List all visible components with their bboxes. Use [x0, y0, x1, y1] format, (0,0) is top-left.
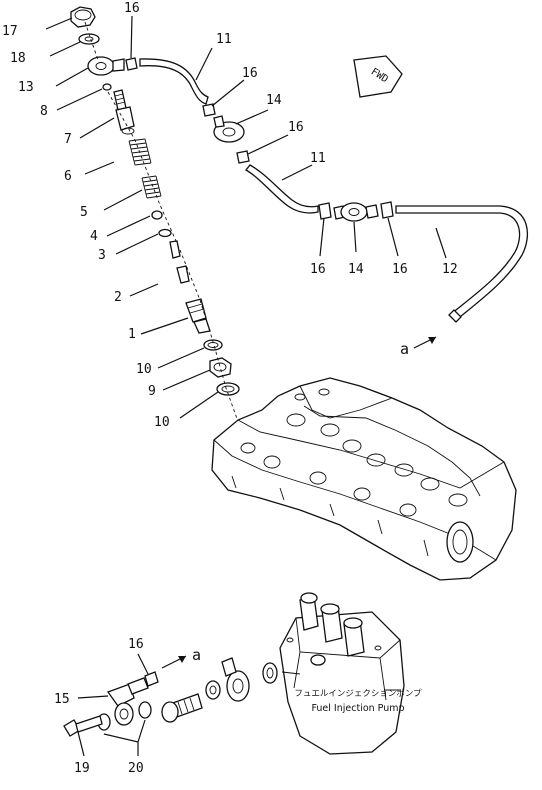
washer-3: [158, 228, 172, 238]
view-marker-a-bottom: a: [161, 646, 201, 669]
banjo-14-upper: [213, 115, 245, 143]
callout-18: 18: [10, 51, 26, 66]
fwd-arrow-tag: FWD: [353, 55, 403, 98]
washer-20a: [138, 701, 152, 719]
nozzle-holder-7: [113, 89, 135, 135]
bolt-19: [63, 715, 103, 737]
injector-centerline: [84, 21, 251, 456]
callout-9: 9: [148, 384, 156, 399]
gasket-10-lower: [216, 382, 240, 396]
callout-7: 7: [64, 132, 72, 147]
clip-16f: [144, 671, 159, 687]
clip-16a: [125, 57, 138, 71]
hose-12: [395, 205, 529, 323]
callout-13: 13: [18, 80, 34, 95]
callout-10-lower: 10: [154, 415, 170, 430]
gasket-10-upper: [203, 339, 223, 351]
view-marker-a-top: a: [400, 336, 437, 358]
callout-16-a: 16: [124, 1, 140, 16]
hose-11-lower: [245, 164, 319, 214]
leader-lines: [45, 15, 447, 757]
callout-labels: 17 18 13 8 7 6 5 4 3 2 1 10 9 10 16 11 1…: [2, 1, 458, 776]
callout-14-lower: 14: [348, 262, 364, 277]
callout-10-upper: 10: [136, 362, 152, 377]
eye-bolt-pump: [161, 693, 203, 723]
fuel-injection-pump: [279, 592, 405, 755]
eye-joint-pump: [221, 657, 250, 702]
callout-4: 4: [90, 229, 98, 244]
callout-11-upper: 11: [216, 32, 232, 47]
hose-11-upper: [139, 58, 209, 105]
view-marker-a-top-label: a: [400, 340, 409, 358]
spring-5: [141, 175, 162, 199]
callout-16-d: 16: [310, 262, 326, 277]
eye-joint-13: [87, 56, 125, 76]
washer-pump: [205, 680, 221, 700]
washer-18: [78, 33, 100, 45]
callout-17: 17: [2, 24, 18, 39]
callout-16-b: 16: [242, 66, 258, 81]
callout-6: 6: [64, 169, 72, 184]
nozzle-1: [185, 298, 211, 334]
view-marker-a-bottom-label: a: [192, 646, 201, 664]
callout-11-lower: 11: [310, 151, 326, 166]
callout-19: 19: [74, 761, 90, 776]
callout-5: 5: [80, 205, 88, 220]
clip-16b: [202, 103, 216, 117]
callout-16-f: 16: [128, 637, 144, 652]
pump-caption-en: Fuel Injection Pump: [311, 703, 404, 714]
pin-2: [169, 240, 190, 284]
callout-14-upper: 14: [266, 93, 282, 108]
cylinder-head: [211, 377, 517, 581]
holder-nut-9: [209, 357, 232, 378]
tee-14-lower: [333, 202, 379, 222]
o-ring-8: [102, 83, 112, 91]
clip-16e: [380, 201, 394, 219]
clip-16d: [318, 202, 332, 220]
callout-12: 12: [442, 262, 458, 277]
callout-15: 15: [54, 692, 70, 707]
clip-16c: [236, 150, 250, 164]
callout-20: 20: [128, 761, 144, 776]
callout-8: 8: [40, 104, 48, 119]
callout-2: 2: [114, 290, 122, 305]
nut-17: [70, 6, 96, 28]
gasket-ring-pump: [262, 662, 278, 684]
callout-1: 1: [128, 327, 136, 342]
seat-4: [151, 210, 163, 220]
callout-16-c: 16: [288, 120, 304, 135]
tee-joint-15: [106, 677, 149, 726]
callout-16-e: 16: [392, 262, 408, 277]
callout-3: 3: [98, 248, 106, 263]
pump-caption-jp: フュエルインジェクションポンプ: [294, 689, 422, 699]
